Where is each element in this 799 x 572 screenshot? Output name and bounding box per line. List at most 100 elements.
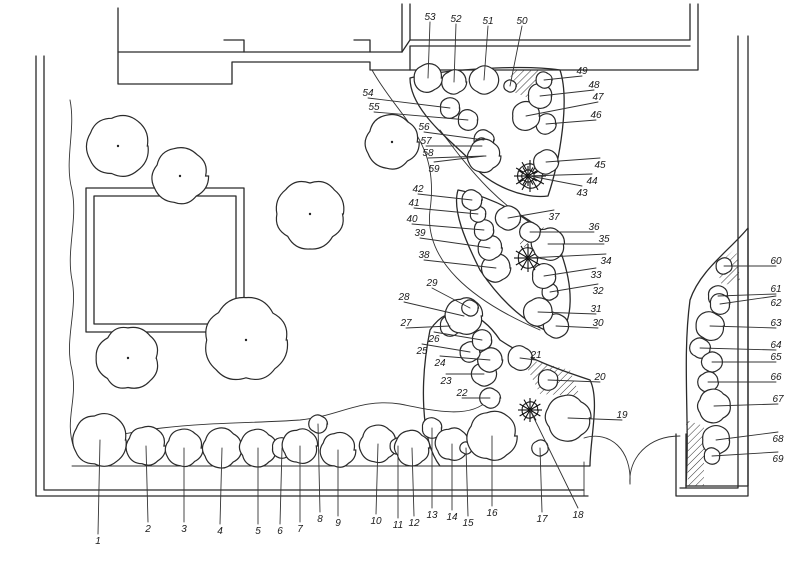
- grass-spike: [527, 167, 534, 177]
- plant-number-label: 67: [772, 394, 784, 405]
- plant-number-label: 51: [482, 16, 493, 27]
- leader-line: [699, 347, 777, 351]
- plant-number-label: 60: [770, 256, 782, 267]
- tree-center: [116, 144, 120, 148]
- leader-line: [423, 259, 497, 269]
- plant-number-label: 48: [588, 80, 600, 91]
- leader-line: [403, 301, 465, 317]
- plant-number-label: 18: [572, 510, 584, 521]
- grass-spike: [519, 175, 529, 182]
- plant-number-label: 19: [616, 410, 628, 421]
- plant-number-label: 54: [362, 88, 374, 99]
- leader-line: [423, 131, 485, 141]
- plant-number-label: 39: [414, 228, 426, 239]
- plant-number-label: 64: [770, 340, 782, 351]
- grass-spike: [529, 403, 541, 411]
- grass-spike: [519, 170, 529, 177]
- plant-number-label: 36: [588, 222, 600, 233]
- plant-number-label: 13: [426, 510, 438, 521]
- plant-number-label: 17: [536, 514, 548, 525]
- plant-number-label: 43: [576, 188, 588, 199]
- leader-line: [555, 325, 599, 329]
- plant-number-label: 65: [770, 352, 782, 363]
- tree-canopy: [205, 296, 289, 381]
- plant-number-label: 56: [418, 122, 430, 133]
- leader-line: [545, 119, 597, 125]
- plant-number-label: 58: [422, 148, 434, 159]
- leader-line: [439, 355, 491, 361]
- leader-line: [483, 25, 489, 81]
- plant-number-label: 66: [770, 372, 782, 383]
- garden-path: [371, 69, 541, 331]
- plant-number-label: 45: [594, 160, 606, 171]
- grass-spike: [527, 170, 537, 177]
- plant-number-label: 62: [770, 298, 782, 309]
- plant-number-label: 15: [462, 518, 474, 529]
- leader-line: [539, 447, 543, 513]
- grass-spike: [522, 175, 529, 185]
- plant-number-label: 32: [592, 286, 604, 297]
- plant-number-label: 33: [590, 270, 602, 281]
- plant-number-label: 35: [598, 234, 610, 245]
- grass-spike: [529, 409, 541, 417]
- leader-line: [433, 331, 483, 341]
- plant-number-label: 2: [144, 524, 151, 535]
- plant-number-label: 53: [424, 12, 436, 23]
- grass-spike: [519, 403, 531, 411]
- tree-center: [308, 212, 312, 216]
- plant-number-label: 37: [548, 212, 560, 223]
- leader-line: [549, 283, 599, 293]
- grass-spike: [529, 399, 537, 411]
- grass-spike: [519, 409, 531, 417]
- plant-number-label: 41: [408, 198, 419, 209]
- plant-number-label: 9: [335, 518, 341, 529]
- leader-line: [453, 23, 457, 83]
- plant-number-label: 10: [370, 516, 382, 527]
- plant-number-label: 61: [770, 284, 781, 295]
- grass-spike: [527, 257, 541, 266]
- plant-number-label: 25: [415, 346, 428, 357]
- plant-number-label: 22: [455, 388, 468, 399]
- plant-number-label: 24: [433, 358, 446, 369]
- leader-line: [527, 173, 593, 177]
- plant-number-label: 46: [590, 110, 602, 121]
- leader-line: [405, 325, 451, 329]
- tree-center: [390, 140, 394, 144]
- plant-number-label: 6: [277, 526, 283, 537]
- house-outline: [117, 3, 699, 85]
- plant-number-label: 31: [590, 304, 601, 315]
- plant-number-label: 44: [586, 176, 598, 187]
- leader-line: [367, 97, 451, 109]
- bed-north: [409, 66, 565, 198]
- gate-arc-right: [629, 435, 681, 485]
- leader-lines: [97, 21, 779, 535]
- plant-number-label: 52: [450, 14, 462, 25]
- plant-number-label: 1: [95, 536, 101, 547]
- leader-line: [375, 443, 379, 515]
- grass-spike: [515, 250, 529, 259]
- leader-line: [543, 75, 583, 81]
- plant-number-label: 34: [600, 256, 612, 267]
- leader-line: [465, 447, 469, 517]
- grass-spike: [520, 257, 529, 271]
- leader-line: [279, 447, 283, 525]
- tree-center: [178, 174, 182, 178]
- leader-line: [411, 447, 415, 517]
- leader-line: [529, 409, 579, 509]
- plant-number-label: 38: [418, 250, 430, 261]
- plant-number-label: 12: [408, 518, 420, 529]
- grass-spike: [522, 167, 529, 177]
- plant-number-label: 27: [399, 318, 412, 329]
- leader-line: [717, 293, 777, 297]
- tree-center: [244, 338, 248, 342]
- plant-number-label: 11: [393, 520, 403, 531]
- plant-number-label: 5: [255, 526, 261, 537]
- bed-east: [685, 227, 749, 487]
- leader-line: [507, 209, 555, 219]
- hatch-area-4: [686, 420, 704, 486]
- leader-line: [713, 403, 779, 407]
- plant-number-label: 4: [217, 526, 223, 537]
- grass-spike: [523, 409, 531, 421]
- leader-line: [715, 431, 779, 441]
- leader-line: [431, 287, 471, 309]
